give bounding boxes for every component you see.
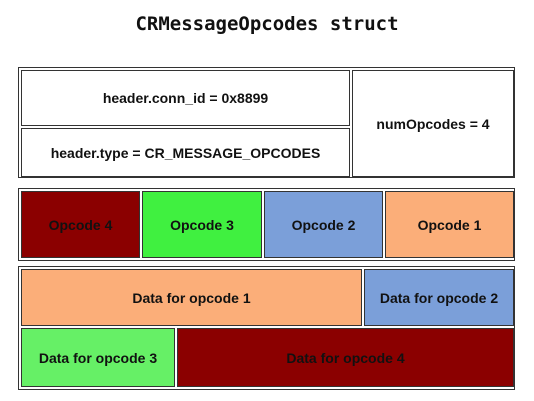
diagram-title: CRMessageOpcodes struct [135,13,399,35]
data-opcode-1-label: Data for opcode 1 [132,289,251,306]
opcode-1-label: Opcode 1 [417,216,482,233]
num-opcodes-label: numOpcodes = 4 [376,115,490,132]
data-opcode-3-box: Data for opcode 3 [21,328,175,387]
opcode-1-box: Opcode 1 [385,191,514,258]
header-type-field: header.type = CR_MESSAGE_OPCODES [21,128,350,177]
opcode-3-label: Opcode 3 [170,216,234,233]
data-opcode-4-label: Data for opcode 4 [286,349,405,366]
data-opcode-4-box: Data for opcode 4 [177,328,514,387]
opcodes-section: Opcode 4 Opcode 3 Opcode 2 Opcode 1 [18,188,515,261]
num-opcodes-field: numOpcodes = 4 [352,70,514,177]
data-opcode-2-label: Data for opcode 2 [379,289,499,306]
opcode-2-label: Opcode 2 [291,216,356,233]
data-opcode-3-label: Data for opcode 3 [38,349,158,366]
opcode-3-box: Opcode 3 [142,191,262,258]
header-section: header.conn_id = 0x8899 header.type = CR… [18,67,515,178]
header-type-label: header.type = CR_MESSAGE_OPCODES [50,144,321,161]
header-conn-id-label: header.conn_id = 0x8899 [102,90,269,106]
data-opcode-2-box: Data for opcode 2 [364,269,514,326]
opcode-4-label: Opcode 4 [48,216,113,233]
opcode-4-box: Opcode 4 [21,191,140,258]
header-conn-id-field: header.conn_id = 0x8899 [21,70,350,126]
data-opcode-1-box: Data for opcode 1 [21,269,362,326]
opcode-2-box: Opcode 2 [264,191,383,258]
data-section: Data for opcode 1 Data for opcode 2 Data… [18,266,515,390]
